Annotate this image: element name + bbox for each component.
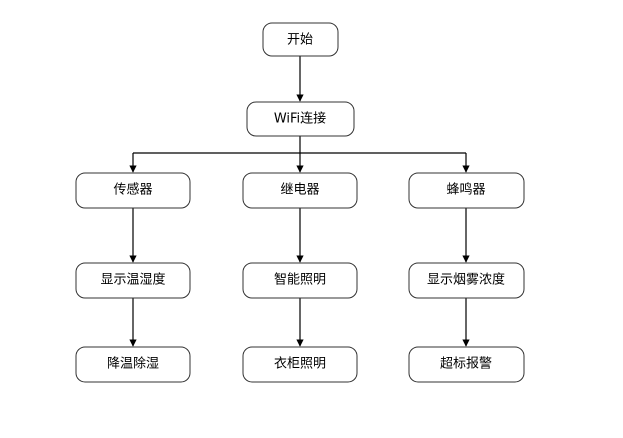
- node-sensor-label: 传感器: [113, 182, 152, 198]
- node-cool-dehumid-label: 降温除湿: [107, 357, 159, 372]
- node-show-smoke: 显示烟雾浓度: [408, 262, 525, 299]
- node-show-smoke-label: 显示烟雾浓度: [427, 272, 505, 288]
- node-alarm: 超标报警: [408, 346, 525, 383]
- node-smart-light-label: 智能照明: [274, 273, 326, 288]
- node-wifi-label: WiFi连接: [274, 111, 326, 127]
- node-start-label: 开始: [287, 33, 313, 48]
- node-show-temp: 显示温湿度: [75, 262, 191, 299]
- node-show-temp-label: 显示温湿度: [100, 272, 165, 288]
- node-buzzer: 蜂鸣器: [408, 172, 525, 209]
- node-cool-dehumid: 降温除湿: [75, 346, 191, 383]
- node-relay-label: 继电器: [280, 183, 319, 198]
- node-wardrobe-light: 衣柜照明: [242, 346, 358, 383]
- node-start: 开始: [262, 22, 339, 57]
- node-sensor: 传感器: [75, 172, 191, 209]
- node-relay: 继电器: [242, 172, 358, 209]
- connectors: [129, 56, 470, 347]
- node-buzzer-label: 蜂鸣器: [446, 182, 485, 198]
- node-alarm-label: 超标报警: [440, 356, 492, 372]
- node-smart-light: 智能照明: [242, 262, 358, 299]
- node-wifi: WiFi连接: [246, 101, 355, 137]
- node-wardrobe-light-label: 衣柜照明: [274, 356, 326, 372]
